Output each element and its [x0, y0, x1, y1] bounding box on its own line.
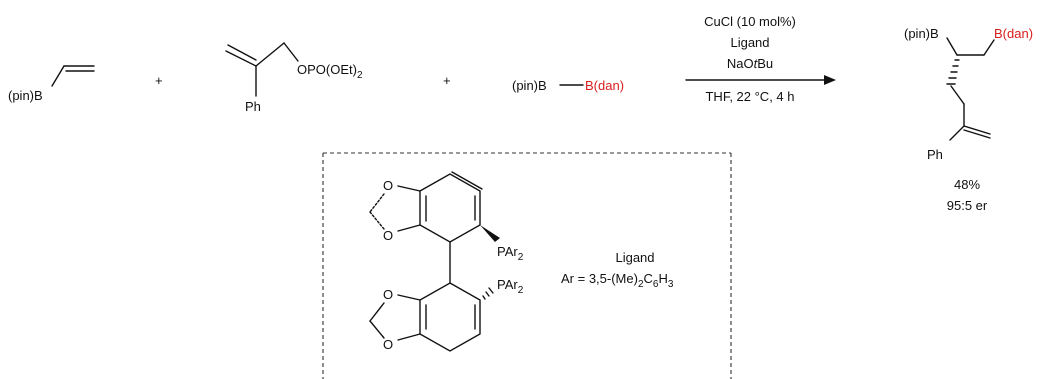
product-Bdan-label: B(dan) [994, 26, 1033, 41]
ligand-aryl-definition: Ar = 3,5-(Me)2C6H3 [561, 271, 674, 290]
upper-dioxole-oxygen-1: O [383, 178, 393, 193]
product-structure: (pin)B B(dan) Ph 48% 95:5 er [904, 26, 1033, 213]
product-phenyl-bond [949, 125, 965, 141]
upper-dioxole-ch2-a [369, 193, 385, 213]
product-allyl-ch2-bond [950, 85, 965, 105]
upper-dioxole-ch2-b [369, 211, 385, 230]
reaction-conditions: CuCl (10 mol%) Ligand NaOtBu THF, 22 °C,… [685, 14, 836, 104]
ligand-title: Ligand [615, 250, 654, 265]
plus-sign-1: + [155, 73, 163, 88]
product-yield: 48% [954, 177, 980, 192]
allyl-methylene-double-b [227, 44, 257, 61]
allyl-phenyl-label: Ph [245, 99, 261, 114]
lower-dioxole-o2-bond [397, 333, 421, 341]
ligand-structure: O O PAr2 O O PAr2 [369, 171, 524, 352]
lower-dioxole-ch2-a [369, 302, 385, 322]
diboron-reagent: (pin)B B(dan) [512, 78, 624, 93]
lower-dioxole-oxygen-2: O [383, 337, 393, 352]
lower-dioxole-ch2-b [369, 320, 385, 339]
upper-dioxole-o2-bond [397, 224, 421, 232]
plus-sign-2: + [443, 73, 451, 88]
upper-phosphine-wedge [480, 225, 500, 242]
product-phenyl-label: Ph [927, 147, 943, 162]
catalyst-label: CuCl (10 mol%) [704, 14, 796, 29]
allyl-methylene-double-a [225, 50, 257, 67]
product-pinB-label: (pin)B [904, 26, 939, 41]
lower-phosphine-label: PAr2 [497, 277, 524, 296]
product-Bdan-bond [983, 39, 995, 56]
product-pinB-bond [946, 37, 958, 56]
diboron-pinB-label: (pin)B [512, 78, 547, 93]
allyl-leaving-group-label: OPO(OEt)2 [297, 62, 363, 81]
lower-arene-ring [419, 282, 481, 352]
vinyl-boronate-pinB-label: (pin)B [8, 88, 43, 103]
vinyl-boronate: (pin)B [8, 65, 95, 103]
upper-arene-bold-bond [451, 171, 483, 190]
solvent-temp-time-label: THF, 22 °C, 4 h [705, 89, 794, 104]
reaction-arrow-head [824, 75, 836, 85]
allyl-ch2-bond [255, 42, 285, 67]
product-er: 95:5 er [947, 198, 988, 213]
product-alkene-double-a [963, 125, 991, 135]
lower-phosphine-hashed-wedge [482, 287, 494, 300]
upper-arene-ring [419, 173, 481, 243]
upper-phosphine-label: PAr2 [497, 244, 524, 263]
lower-dioxole-oxygen-1: O [383, 287, 393, 302]
diboron-Bdan-label: B(dan) [585, 78, 624, 93]
base-label: NaOtBu [727, 56, 773, 71]
vinyl-bond-single [51, 65, 65, 87]
ligand-label: Ligand [730, 35, 769, 50]
product-alkene-double-b [963, 129, 991, 139]
ligand-legend: Ligand Ar = 3,5-(Me)2C6H3 [561, 250, 674, 290]
lower-dioxole-o1-bond [397, 294, 421, 301]
allyl-o-bond [283, 42, 299, 62]
upper-dioxole-oxygen-2: O [383, 228, 393, 243]
upper-dioxole-o1-bond [397, 185, 421, 192]
product-hashed-wedge [946, 59, 960, 85]
ligand-box [322, 152, 732, 379]
allyl-phosphate: OPO(OEt)2 Ph [225, 42, 363, 114]
